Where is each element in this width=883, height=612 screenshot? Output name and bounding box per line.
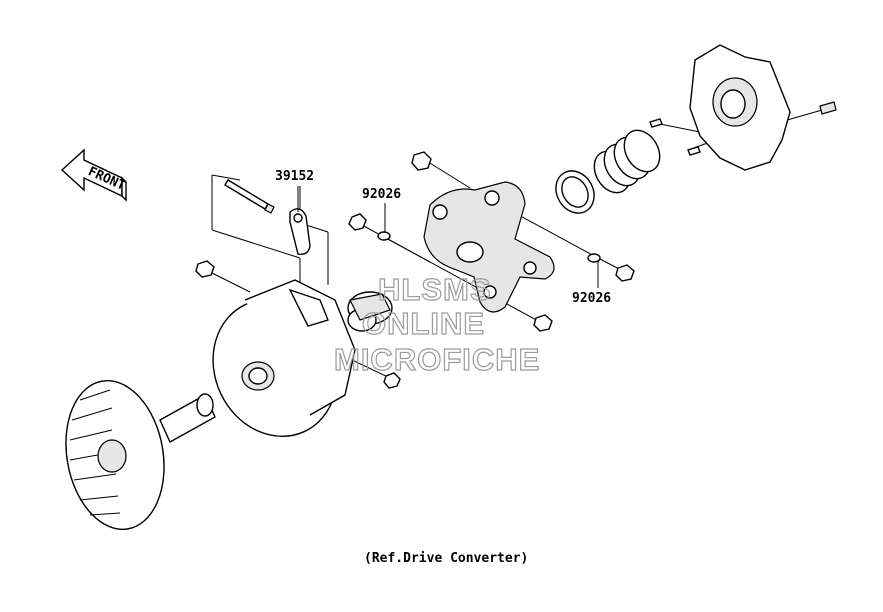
fixed-sheave: [65, 379, 216, 531]
front-arrow-label: FRONT: [86, 164, 128, 194]
watermark: HLSMS ONLINE MICROFICHE: [333, 271, 540, 377]
callout-92026-lower-number: 92026: [572, 291, 611, 306]
snap-ring: [555, 170, 595, 214]
front-arrow: FRONT: [60, 148, 128, 202]
cover-plate: [649, 44, 837, 171]
spider-arm: [423, 181, 555, 313]
watermark-line-3: MICROFICHE: [334, 342, 540, 377]
spring: [593, 129, 661, 194]
hardware-small: [195, 151, 635, 389]
callout-39152-number: 39152: [275, 169, 314, 184]
diagram-caption: (Ref.Drive Converter): [364, 551, 528, 566]
callout-92026-upper: 92026: [362, 187, 401, 202]
callout-92026-upper-number: 92026: [362, 187, 401, 202]
watermark-line-2: ONLINE: [362, 306, 485, 341]
bushing: [347, 291, 393, 332]
watermark-line-1: HLSMS: [378, 272, 492, 307]
callout-39152: 39152: [275, 169, 314, 212]
movable-sheave: [212, 279, 356, 438]
callout-92026-lower: 92026: [572, 291, 611, 306]
